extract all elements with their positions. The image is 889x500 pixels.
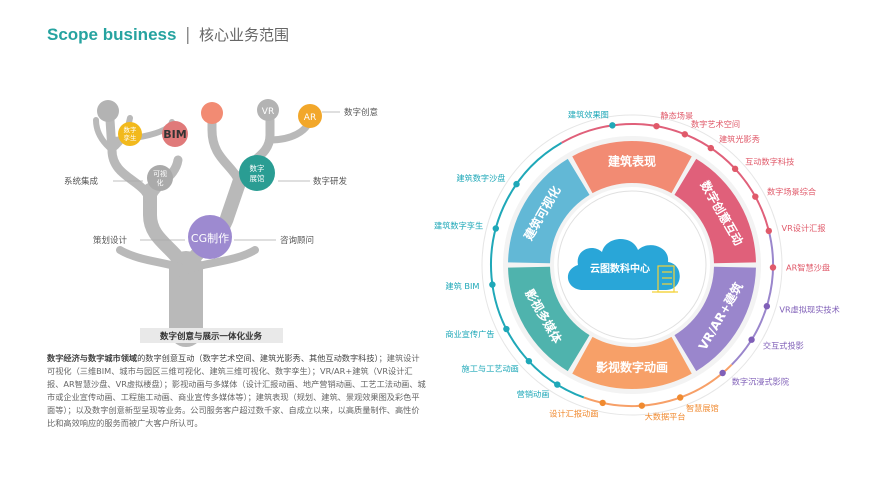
outer-dot-19 <box>513 180 520 188</box>
tree-node-bim <box>162 121 188 147</box>
node-label-ar: AR <box>304 113 316 123</box>
tree-banner: 数字创意与展示一体化业务 <box>160 331 263 342</box>
tree-node-cg <box>188 215 232 259</box>
wheel-segment-4 <box>508 266 590 372</box>
outer-label-0: 建筑效果图 <box>568 109 609 119</box>
business-description: 数字经济与数字城市领域的数字创意互动（数字艺术空间、建筑光影秀、其他互动数字科技… <box>47 352 427 430</box>
outer-label-3: 建筑光影秀 <box>719 134 760 144</box>
outer-label-19: 建筑数字沙盘 <box>456 173 505 183</box>
outer-label-16: 商业宣传广告 <box>445 329 494 339</box>
node-label-exhibit-1: 数字 <box>250 163 265 173</box>
tree-node-twin <box>118 122 142 146</box>
outer-label-1: 静态场景 <box>660 110 693 120</box>
wheel-segment-0 <box>572 141 692 194</box>
center-label: 云图数科中心 <box>590 262 650 275</box>
outer-label-15: 施工与工艺动画 <box>462 364 519 374</box>
center-cloud <box>567 238 680 290</box>
wheel-outer-ring <box>481 114 783 416</box>
outer-label-13: 设计汇报动画 <box>549 409 598 419</box>
tree-banner-bg <box>140 328 283 343</box>
outer-dot-16 <box>503 325 510 333</box>
tree-node-visual <box>147 165 173 191</box>
tree-node-orange <box>201 102 223 124</box>
wheel-segment-1 <box>674 158 756 264</box>
side-label-rnd: 数字研发 <box>313 176 348 187</box>
node-label-vr: VR <box>262 107 274 117</box>
title-en: Scope business <box>47 25 177 44</box>
outer-dot-4 <box>731 165 739 173</box>
side-label-creative: 数字创意 <box>344 107 378 118</box>
outer-label-18: 建筑数字孪生 <box>434 221 483 231</box>
outer-label-8: VR虚拟现实技术 <box>779 304 839 314</box>
building-icon <box>652 265 678 293</box>
outer-dot-2 <box>681 131 689 138</box>
outer-dot-9 <box>748 336 755 343</box>
title-separator: | <box>184 25 191 45</box>
node-label-cg: CG制作 <box>191 232 229 245</box>
outer-dot-17 <box>489 281 496 288</box>
node-label-visual-1: 可视 <box>153 169 167 178</box>
outer-dot-3 <box>707 144 715 152</box>
outer-label-5: 数字场景综合 <box>767 186 816 196</box>
outer-dot-18 <box>492 225 500 232</box>
wheel-segment-3 <box>572 336 692 389</box>
outer-label-10: 数字沉浸式影院 <box>732 376 789 386</box>
outer-dot-12 <box>638 402 646 409</box>
outer-label-14: 营销动画 <box>517 389 550 399</box>
outer-arc-1 <box>730 228 774 366</box>
outer-label-7: AR智慧沙盘 <box>786 263 830 273</box>
tree-nodes <box>97 99 322 259</box>
outer-dot-13 <box>599 399 606 407</box>
outer-label-12: 大数据平台 <box>645 412 686 422</box>
outer-dot-5 <box>752 193 759 200</box>
title-zh: 核心业务范围 <box>198 26 289 44</box>
wheel-segment-2 <box>674 266 756 372</box>
side-label-planning: 策划设计 <box>93 235 128 246</box>
segment-label-0: 建筑表现 <box>607 154 656 169</box>
tree-node-grey <box>97 100 119 122</box>
outer-dot-15 <box>525 357 533 365</box>
wheel-segment-5 <box>508 158 590 264</box>
node-label-twin-2: 孪生 <box>124 133 138 142</box>
side-label-integration: 系统集成 <box>64 176 99 187</box>
wheel: 云图数科中心 建筑表现数字创意互动VR/AR+建筑影视数字动画影视多媒体建筑可视… <box>434 109 840 421</box>
side-label-consulting: 咨询顾问 <box>280 235 314 246</box>
outer-label-4: 互动数字科技 <box>745 156 794 166</box>
outer-label-17: 建筑 BIM <box>445 281 479 291</box>
outer-dot-1 <box>653 122 660 130</box>
segment-label-3: 影视数字动画 <box>596 360 668 375</box>
outer-label-6: VR设计汇报 <box>781 223 825 233</box>
wheel-segments <box>508 141 756 389</box>
outer-arc-3 <box>490 142 585 399</box>
outer-dot-10 <box>719 369 726 377</box>
node-label-bim: BIM <box>163 128 186 141</box>
outer-dot-14 <box>554 381 561 388</box>
outer-dot-0 <box>609 122 616 129</box>
outer-label-2: 数字艺术空间 <box>691 119 740 129</box>
outer-dot-8 <box>763 303 771 310</box>
outer-dot-6 <box>765 227 773 235</box>
outer-dot-11 <box>677 394 684 401</box>
wheel-inner-ring <box>557 190 707 340</box>
tree-node-exhibit <box>239 155 275 191</box>
node-label-twin-1: 数字 <box>124 125 138 134</box>
node-label-visual-2: 化 <box>157 178 164 187</box>
desc-body: ；建筑设计可视化（三维BIM、城市与园区三维可视化、建筑三维可视化、数字孪生）；… <box>47 353 426 428</box>
node-label-exhibit-2: 展馆 <box>250 173 265 183</box>
page-title: Scope business | 核心业务范围 <box>47 24 289 45</box>
outer-label-11: 智慧展馆 <box>686 403 719 413</box>
outer-dot-7 <box>769 264 777 271</box>
desc-lead: 数字经济与数字城市领域 <box>47 353 138 363</box>
desc-lead2: 的数字创意互动（数字艺术空间、建筑光影秀、其他互动数字科技） <box>137 353 379 363</box>
tree-node-vr <box>257 99 279 121</box>
outer-label-9: 交互式投影 <box>763 341 804 351</box>
tree-node-ar <box>298 104 322 128</box>
